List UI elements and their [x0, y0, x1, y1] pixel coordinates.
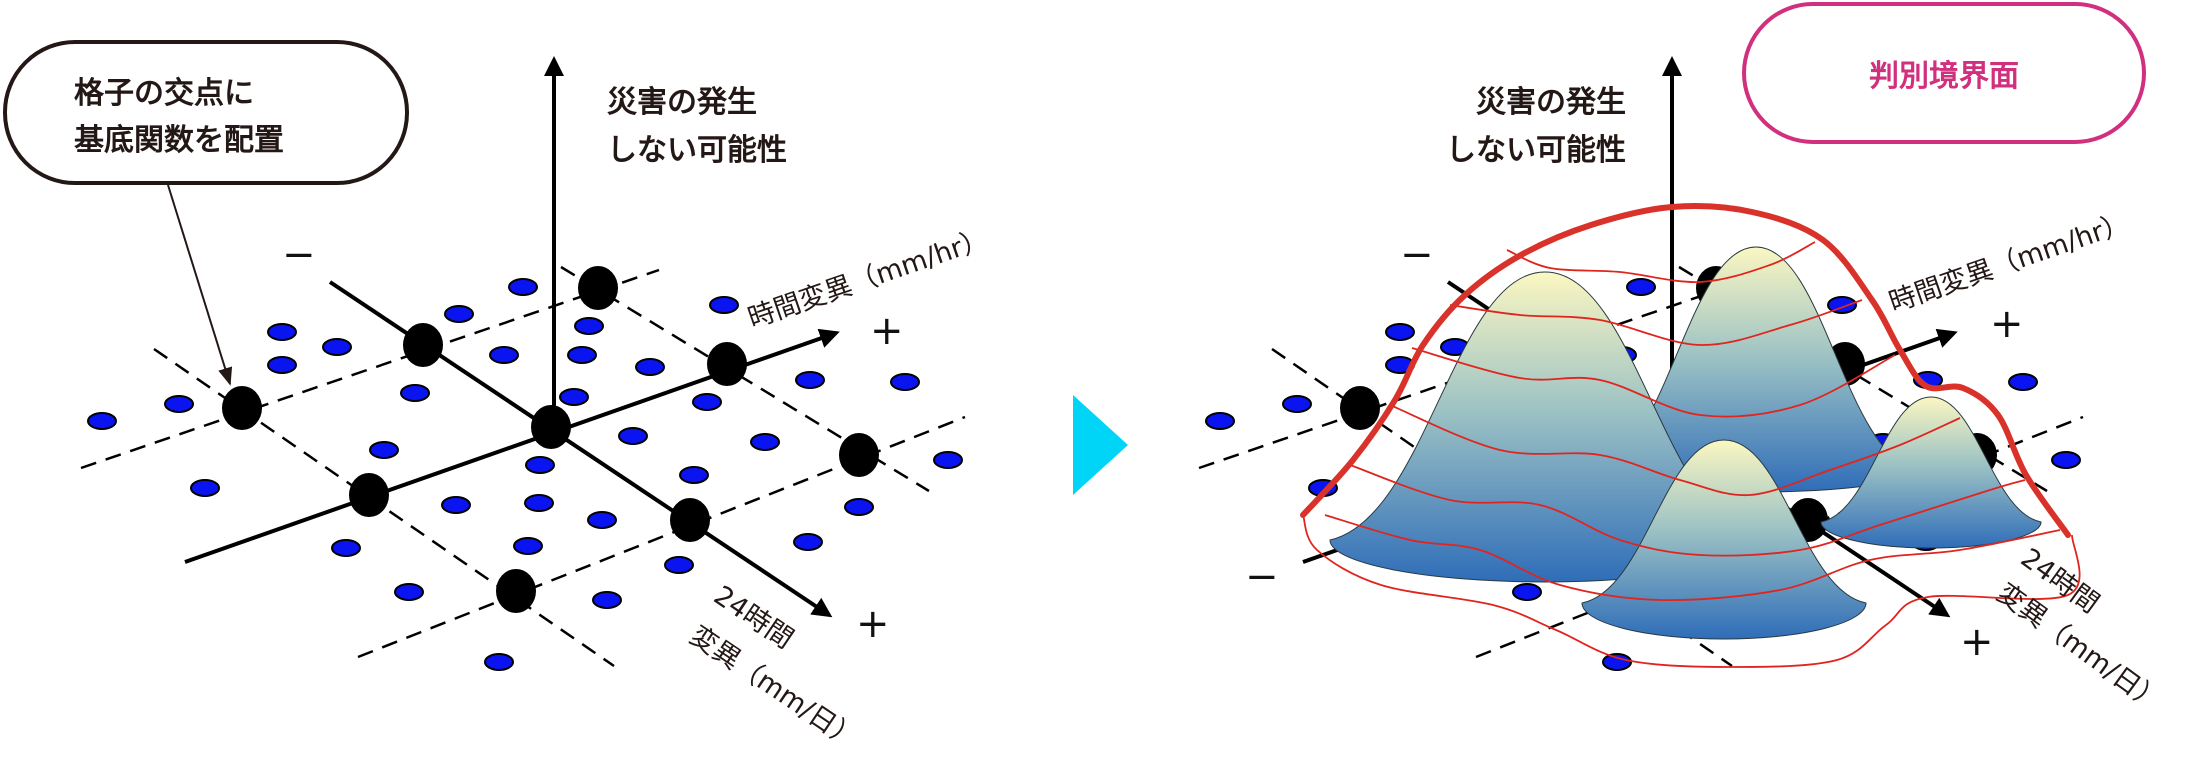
minus-sign-bottom: −	[1245, 554, 1279, 600]
right-panel: 災害の発生 しない可能性 判別境界面 − − + + 時間変異（mm/hr） 2…	[1198, 2, 2168, 718]
decision-boundary-label: 判別境界面	[1869, 59, 2019, 94]
sample-point	[795, 371, 825, 389]
sample-point	[164, 395, 194, 413]
sample-point	[890, 373, 920, 391]
sample-point	[1282, 395, 1312, 413]
sample-point	[709, 296, 739, 314]
grid-node	[496, 569, 536, 613]
sample-point	[679, 466, 709, 484]
decision-boundary-callout	[1742, 2, 2146, 144]
plus-sign-daily: +	[856, 601, 890, 647]
axis-hourly-label: 時間変異（mm/hr）	[744, 223, 992, 334]
sample-point	[844, 498, 874, 516]
sample-point	[592, 591, 622, 609]
sample-point	[1602, 653, 1632, 671]
vertical-axis-label-1: 災害の発生	[1476, 85, 1626, 120]
sample-point	[441, 496, 471, 514]
vertical-axis-label-2: しない可能性	[1446, 133, 1626, 168]
minus-sign: −	[282, 232, 316, 278]
contour-lines	[1302, 241, 2081, 668]
vertical-axis-label-2: しない可能性	[607, 133, 787, 168]
plus-sign-hourly: +	[1990, 301, 2024, 347]
sample-point	[524, 494, 554, 512]
grid-dashed-line	[1678, 265, 2048, 493]
contour-line	[1302, 514, 2081, 668]
callout-bubble	[3, 40, 409, 185]
grid-node	[578, 266, 618, 310]
sample-point	[444, 305, 474, 323]
sample-point	[1205, 412, 1235, 430]
minus-sign-top: −	[1400, 232, 1434, 278]
sample-point	[1512, 583, 1542, 601]
contour-line	[1324, 514, 2061, 602]
sample-point	[87, 412, 117, 430]
grid-node	[222, 386, 262, 430]
sample-point	[559, 388, 589, 406]
sample-point	[2051, 451, 2081, 469]
sample-point	[267, 323, 297, 341]
grid-dashed-line	[357, 415, 966, 659]
sample-point	[322, 338, 352, 356]
plus-sign-hourly: +	[870, 308, 904, 354]
basis-function-peak	[1581, 439, 1867, 640]
sample-point	[567, 346, 597, 364]
sample-point	[525, 456, 555, 474]
grid-node	[349, 473, 389, 517]
sample-point	[750, 433, 780, 451]
plus-sign-daily: +	[1960, 619, 1994, 665]
sample-point	[331, 539, 361, 557]
sample-point	[489, 346, 519, 364]
sample-point	[267, 356, 297, 374]
grid-node	[403, 323, 443, 367]
sample-point	[1626, 278, 1656, 296]
sample-point	[484, 653, 514, 671]
callout-line-1: 格子の交点に	[74, 76, 254, 111]
sample-point	[574, 317, 604, 335]
grid-node	[1340, 386, 1380, 430]
grid-node	[839, 433, 879, 477]
sample-point	[635, 358, 665, 376]
left-panel: 格子の交点に 基底関数を配置 災害の発生 しない可能性 − + + 時間変異（m…	[3, 40, 992, 756]
sample-point	[933, 451, 963, 469]
sample-point	[793, 533, 823, 551]
transition-arrow-icon	[1073, 395, 1128, 495]
grid-node	[707, 342, 747, 386]
vertical-axis-label-1: 災害の発生	[607, 85, 757, 120]
sample-point	[508, 278, 538, 296]
sample-point	[369, 441, 399, 459]
grid-dashed-line	[560, 265, 930, 493]
grid-left	[80, 265, 966, 671]
sample-point	[587, 511, 617, 529]
sample-point	[664, 556, 694, 574]
sample-point	[394, 583, 424, 601]
sample-point	[513, 537, 543, 555]
sample-point	[190, 479, 220, 497]
grid-dashed-line	[1198, 268, 1778, 470]
grid-dashed-line	[80, 268, 660, 470]
sample-point	[618, 427, 648, 445]
grid-node	[670, 498, 710, 542]
sample-point	[1827, 296, 1857, 314]
sample-point	[692, 393, 722, 411]
contour-line	[1449, 299, 1863, 346]
sample-point	[400, 384, 430, 402]
contour-line	[1389, 404, 1961, 497]
grid-node	[531, 405, 571, 449]
callout-line-2: 基底関数を配置	[74, 123, 284, 158]
contour-line	[1506, 241, 1816, 283]
contour-line	[1411, 347, 1896, 418]
sample-point	[1385, 323, 1415, 341]
contour-line	[1349, 464, 2026, 557]
basis-function-surface	[1329, 246, 2042, 640]
decision-boundary	[1300, 203, 2071, 538]
callout-pointer	[167, 184, 233, 386]
basis-function-peak	[1820, 396, 2042, 549]
sample-point	[2008, 373, 2038, 391]
